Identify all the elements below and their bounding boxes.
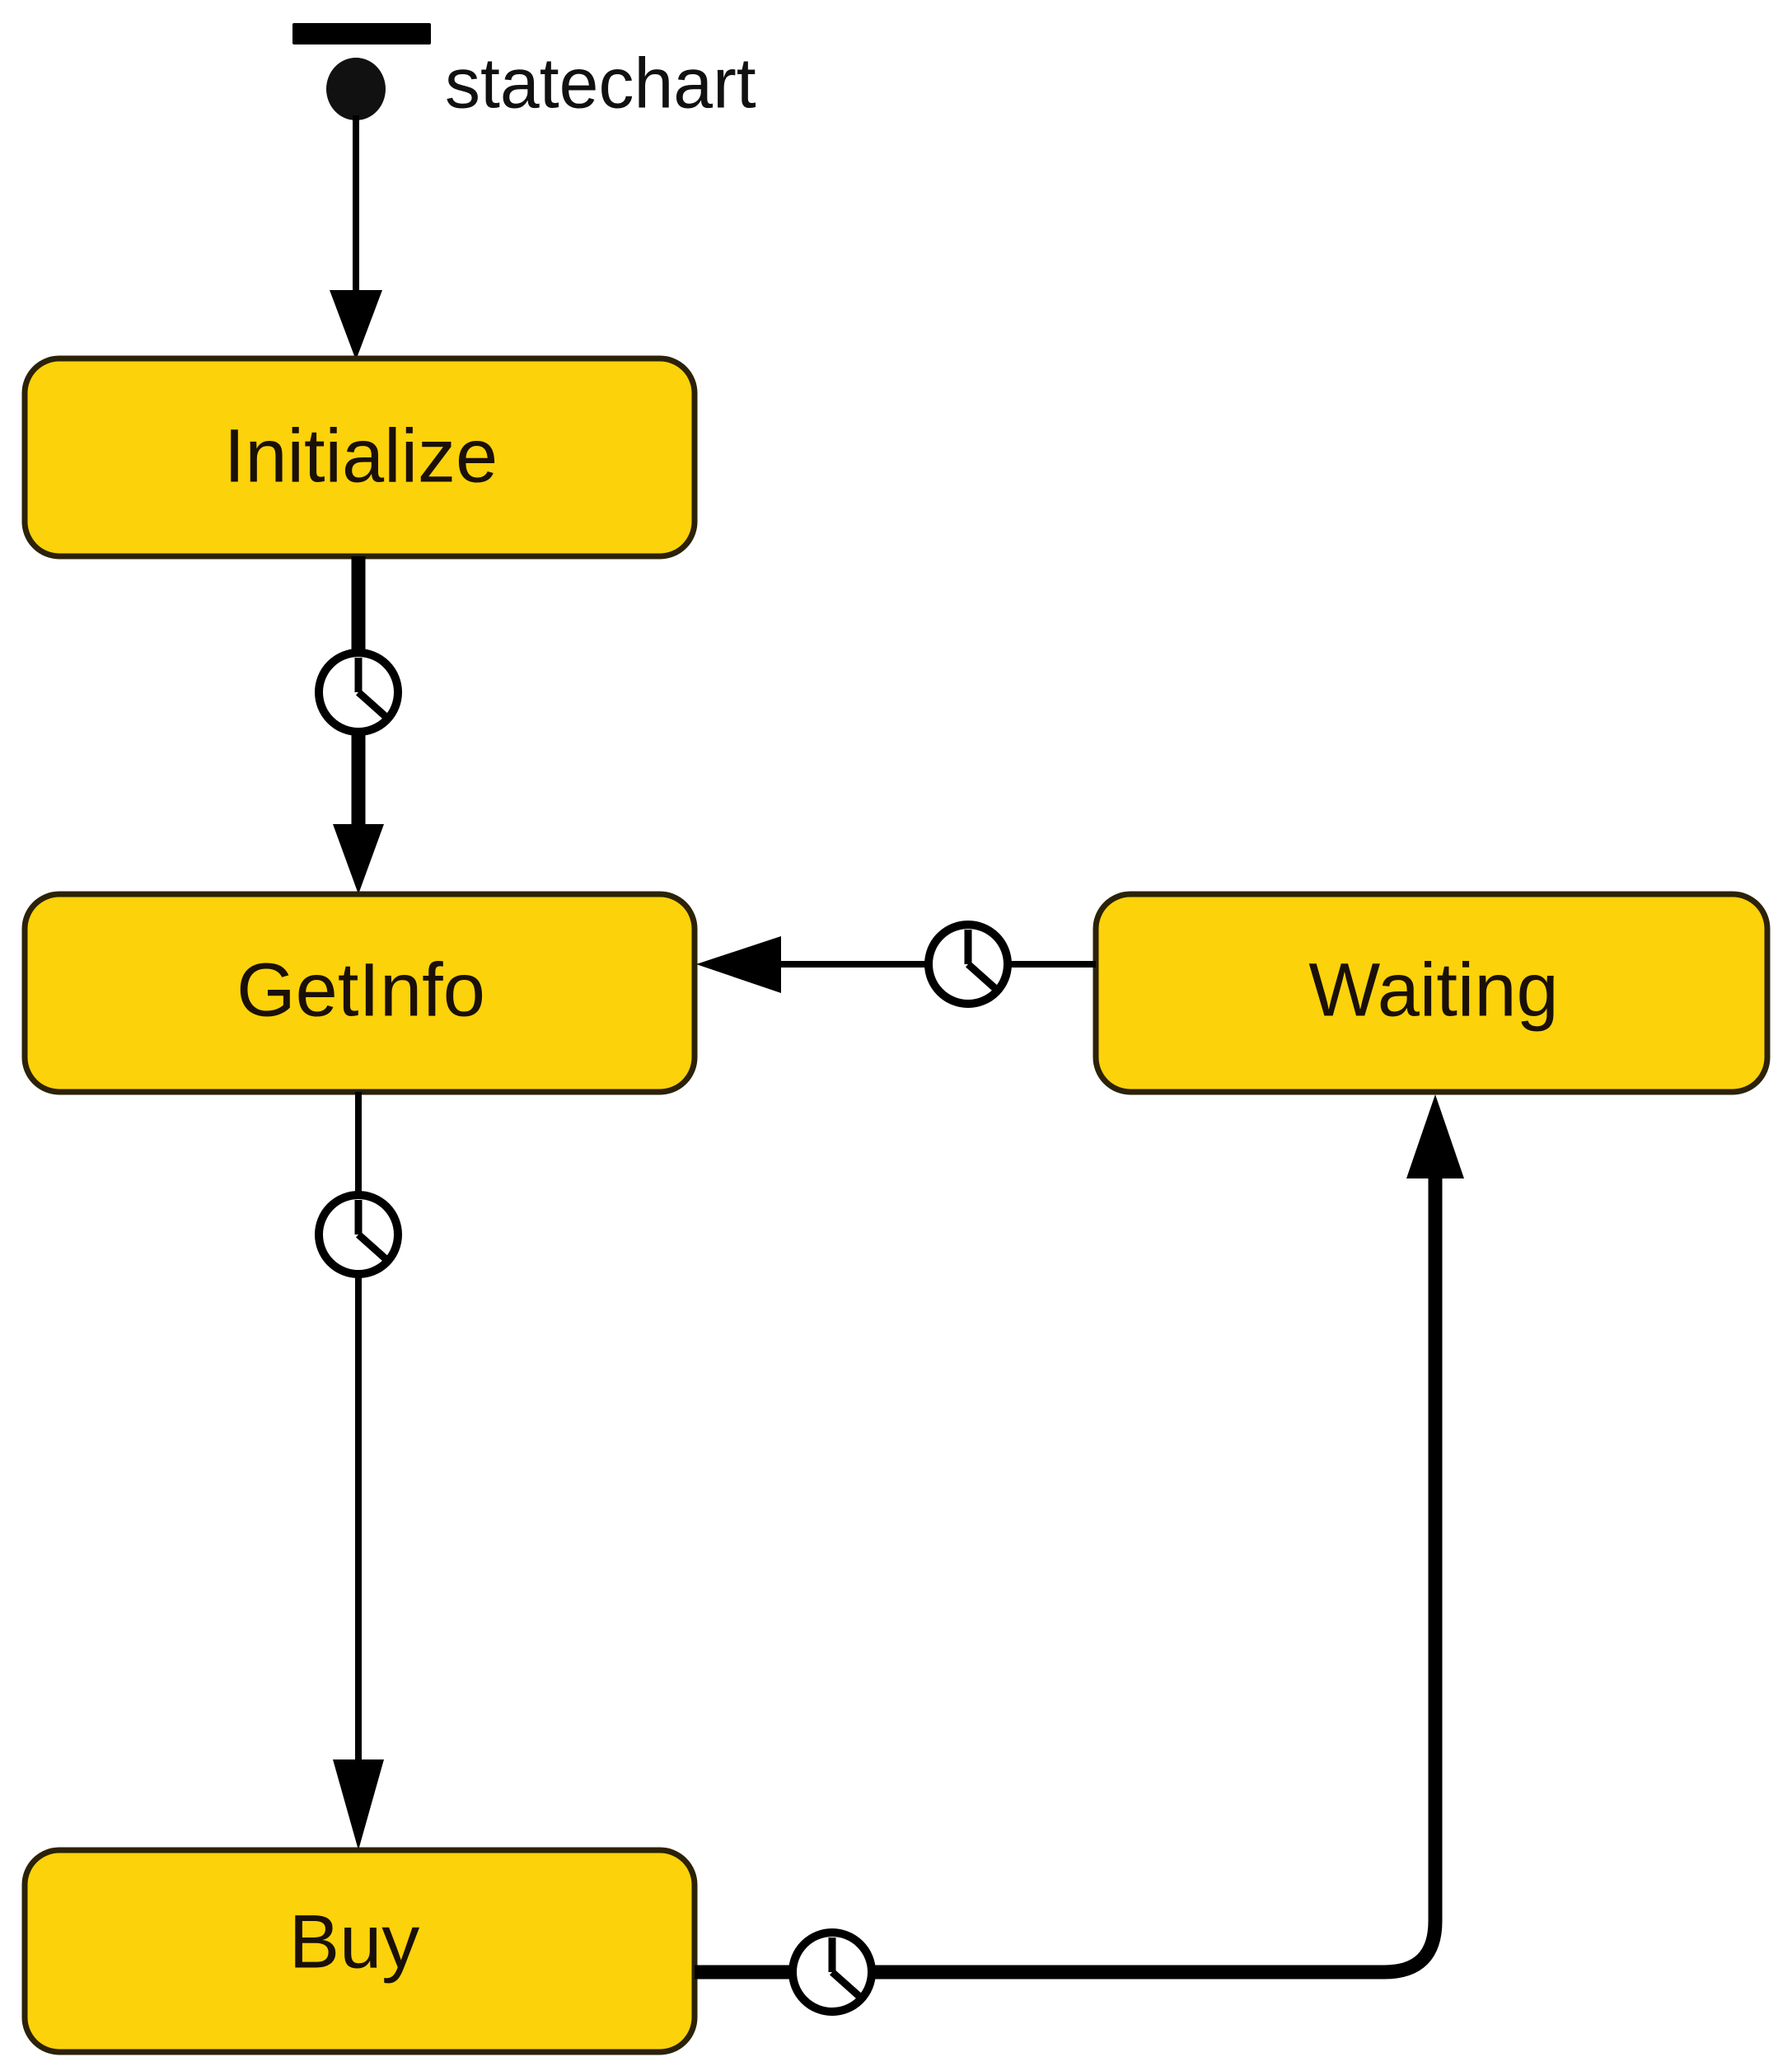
transition-getinfo-to-buy[interactable] xyxy=(315,1092,402,1850)
state-node-buy[interactable]: Buy xyxy=(21,1847,698,2055)
state-box xyxy=(1093,891,1771,1095)
state-node-getinfo[interactable]: GetInfo xyxy=(21,891,698,1095)
clock-icon-initialize-getinfo[interactable] xyxy=(315,649,402,736)
clock-icon-buy-waiting[interactable] xyxy=(788,1928,876,2016)
state-node-waiting[interactable]: Waiting xyxy=(1093,891,1771,1095)
clock-hand-hour xyxy=(356,1231,391,1265)
arrow-head-icon xyxy=(330,290,382,360)
state-box xyxy=(21,1847,698,2055)
clock-icon-waiting-getinfo[interactable] xyxy=(924,921,1012,1008)
page-title: statechart xyxy=(445,45,756,124)
transition-initialize-to-getinfo[interactable] xyxy=(315,556,402,894)
arrow-head-icon xyxy=(696,936,781,993)
arrow-head-icon xyxy=(1406,1094,1464,1178)
transition-line-elbow xyxy=(870,1154,1443,1980)
arrow-head-icon xyxy=(333,824,384,894)
state-node-initialize[interactable]: Initialize xyxy=(21,355,698,560)
clock-icon-getinfo-buy[interactable] xyxy=(315,1191,402,1278)
state-label-getinfo: GetInfo xyxy=(236,948,485,1032)
transition-buy-to-waiting[interactable] xyxy=(695,1094,1464,2016)
initial-dot-icon xyxy=(326,58,386,120)
transition-waiting-to-getinfo[interactable] xyxy=(696,921,1096,1008)
clock-hand-hour xyxy=(966,961,1001,995)
initial-bar xyxy=(292,23,431,45)
transition-initial-to-initialize[interactable] xyxy=(330,115,382,360)
arrow-head-icon xyxy=(333,1759,384,1850)
state-label-initialize: Initialize xyxy=(224,414,498,498)
clock-hand-hour xyxy=(356,689,391,723)
initial-pseudostate[interactable] xyxy=(292,23,431,120)
state-label-buy: Buy xyxy=(289,1900,420,1984)
state-label-waiting: Waiting xyxy=(1308,948,1558,1032)
clock-hand-hour xyxy=(830,1969,865,2003)
